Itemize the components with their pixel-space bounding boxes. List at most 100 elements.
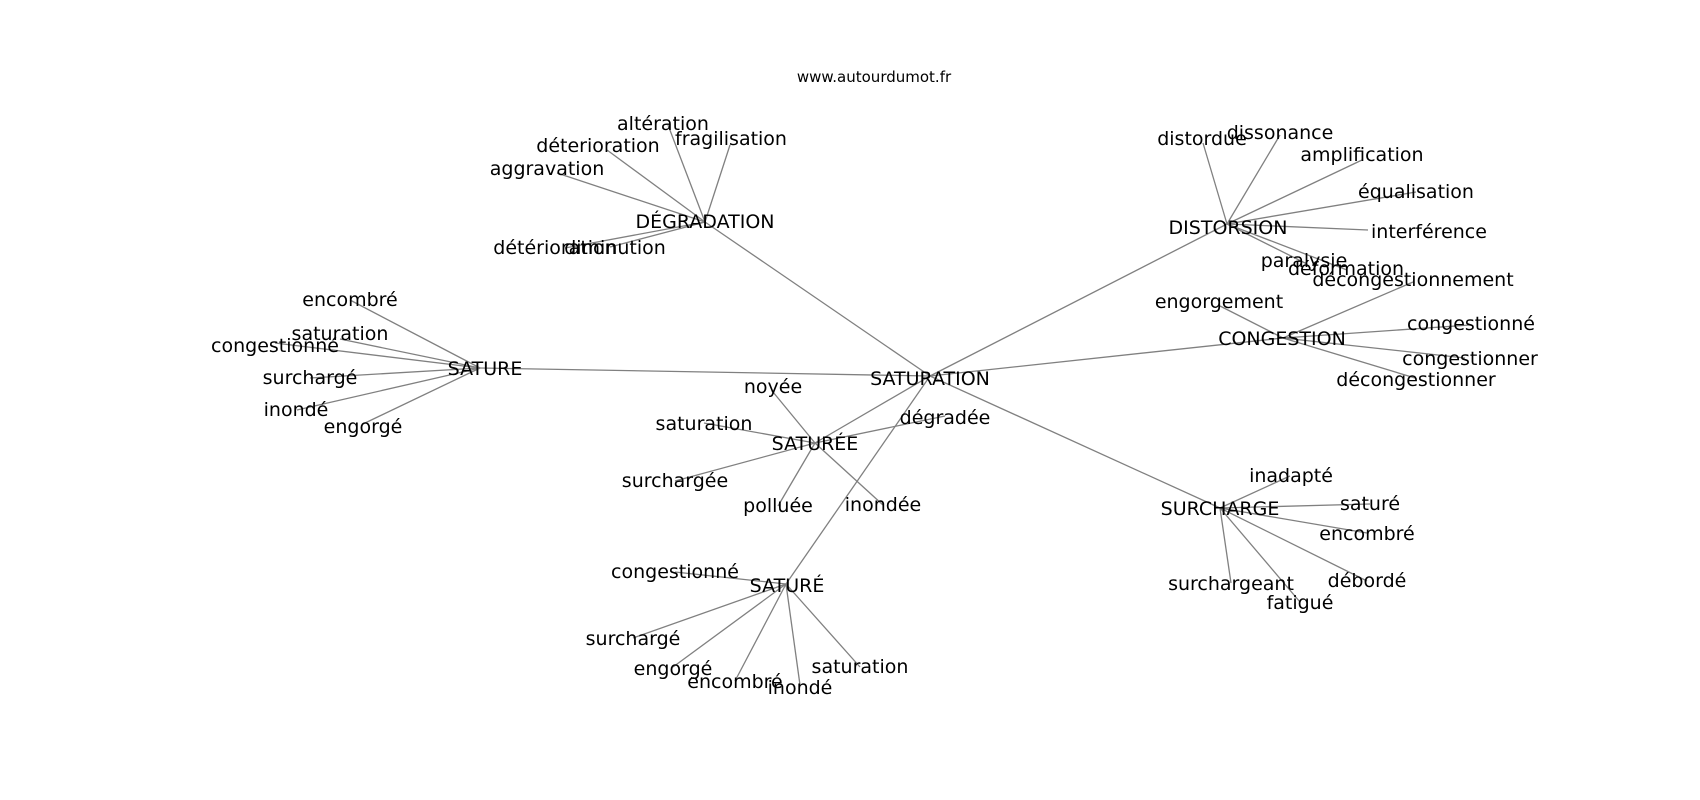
leaf-node-sature-accent-5[interactable]: saturation bbox=[812, 656, 909, 678]
leaf-node-degradation-4[interactable]: détérioration bbox=[493, 237, 616, 259]
edge-saturee-1 bbox=[703, 422, 816, 444]
edge-sature-accent-1 bbox=[632, 583, 787, 639]
edge-degradation-5 bbox=[609, 221, 706, 248]
leaf-node-sature-5[interactable]: engorgé bbox=[324, 416, 403, 438]
site-watermark: www.autourdumot.fr bbox=[797, 68, 952, 86]
edge-sature-2 bbox=[274, 342, 481, 369]
leaf-node-congestion-3[interactable]: congestionner bbox=[1402, 348, 1538, 370]
edge-saturee-0 bbox=[772, 391, 816, 444]
edge-surcharge-4 bbox=[1219, 507, 1232, 584]
leaf-node-congestion-4[interactable]: décongestionner bbox=[1336, 369, 1496, 391]
edge-distorsion-5 bbox=[1226, 223, 1306, 264]
edge-distorsion-0 bbox=[1202, 142, 1228, 225]
labels: www.autourdumot.fr SATURATION DÉGRADATION… bbox=[211, 68, 1538, 699]
edge-degradation-3 bbox=[556, 172, 706, 223]
leaf-node-saturee-4[interactable]: polluée bbox=[743, 495, 813, 517]
edge-sature-accent-5 bbox=[785, 583, 861, 668]
edge-distorsion-2 bbox=[1226, 159, 1363, 225]
edge-congestion-2 bbox=[1282, 324, 1471, 339]
edge-saturee-5 bbox=[814, 442, 884, 506]
edge-surcharge-3 bbox=[1219, 507, 1368, 582]
leaf-node-sature-0[interactable]: encombré bbox=[302, 289, 397, 311]
leaf-node-surcharge-0[interactable]: inadapté bbox=[1249, 465, 1333, 487]
edge-distorsion-1 bbox=[1226, 134, 1281, 225]
edge-center-degradation bbox=[704, 221, 931, 377]
leaf-node-congestion-2[interactable]: congestionné bbox=[1407, 313, 1535, 335]
leaf-node-surcharge-1[interactable]: saturé bbox=[1340, 493, 1400, 515]
edge-degradation-1 bbox=[606, 149, 706, 223]
hub-node-sature[interactable]: SATURE bbox=[448, 358, 523, 380]
leaf-node-saturee-0[interactable]: noyée bbox=[744, 376, 802, 398]
edge-saturee-3 bbox=[674, 442, 816, 482]
edge-congestion-1 bbox=[1282, 281, 1414, 339]
edge-sature-accent-3 bbox=[734, 583, 787, 682]
edge-surcharge-5 bbox=[1219, 507, 1301, 603]
leaf-node-sature-2[interactable]: congestionné bbox=[211, 335, 339, 357]
leaf-node-sature-3[interactable]: surchargé bbox=[263, 367, 358, 389]
leaf-node-degradation-2[interactable]: fragilisation bbox=[675, 128, 787, 150]
leaf-node-distorsion-1[interactable]: dissonance bbox=[1227, 122, 1334, 144]
leaf-node-distorsion-3[interactable]: équalisation bbox=[1358, 181, 1474, 203]
leaf-node-distorsion-5[interactable]: paralysie bbox=[1261, 250, 1348, 272]
hub-node-sature-accent[interactable]: SATURÉ bbox=[750, 574, 825, 597]
leaf-node-distorsion-2[interactable]: amplification bbox=[1300, 144, 1423, 166]
edge-center-saturee bbox=[814, 375, 931, 444]
leaf-node-sature-accent-4[interactable]: inondé bbox=[768, 677, 833, 699]
edge-surcharge-1 bbox=[1219, 503, 1371, 509]
hub-node-surcharge[interactable]: SURCHARGE bbox=[1161, 498, 1280, 520]
leaf-node-degradation-0[interactable]: altération bbox=[617, 113, 709, 135]
edge-center-sature-accent bbox=[785, 375, 931, 585]
hub-node-congestion[interactable]: CONGESTION bbox=[1218, 328, 1346, 350]
edge-saturee-2 bbox=[814, 415, 946, 444]
leaf-node-degradation-1[interactable]: déterioration bbox=[536, 135, 659, 157]
leaf-node-surcharge-4[interactable]: surchargeant bbox=[1168, 573, 1294, 595]
edge-degradation-4 bbox=[564, 221, 706, 249]
leaf-node-sature-4[interactable]: inondé bbox=[264, 399, 329, 421]
leaf-node-surcharge-3[interactable]: débordé bbox=[1328, 570, 1407, 592]
leaf-node-saturee-2[interactable]: dégradée bbox=[900, 407, 991, 429]
edge-distorsion-6 bbox=[1226, 223, 1348, 271]
edge-sature-accent-0 bbox=[674, 571, 787, 585]
center-node-label[interactable]: SATURATION bbox=[870, 368, 990, 390]
edge-center-distorsion bbox=[929, 223, 1228, 377]
leaf-node-saturee-3[interactable]: surchargée bbox=[622, 470, 728, 492]
edge-congestion-4 bbox=[1282, 337, 1416, 379]
edge-sature-5 bbox=[362, 367, 481, 425]
leaf-node-congestion-0[interactable]: engorgement bbox=[1155, 291, 1283, 313]
leaf-node-sature-accent-3[interactable]: encombré bbox=[687, 671, 782, 693]
leaf-node-sature-accent-0[interactable]: congestionné bbox=[611, 561, 739, 583]
leaf-node-distorsion-6[interactable]: déformation bbox=[1288, 258, 1404, 280]
edges bbox=[274, 124, 1471, 686]
edge-center-congestion bbox=[929, 337, 1284, 377]
edge-sature-3 bbox=[309, 367, 481, 379]
leaf-node-saturee-5[interactable]: inondée bbox=[845, 494, 921, 516]
leaf-node-sature-accent-1[interactable]: surchargé bbox=[586, 628, 681, 650]
edge-degradation-2 bbox=[704, 144, 731, 223]
edge-congestion-0 bbox=[1219, 305, 1284, 339]
leaf-node-saturee-1[interactable]: saturation bbox=[656, 413, 753, 435]
edge-saturee-4 bbox=[777, 442, 816, 507]
leaf-node-sature-accent-2[interactable]: engorgé bbox=[634, 658, 713, 680]
leaf-node-surcharge-5[interactable]: fatigué bbox=[1267, 592, 1334, 614]
edge-congestion-3 bbox=[1282, 337, 1466, 359]
edge-surcharge-2 bbox=[1219, 507, 1368, 534]
edge-distorsion-3 bbox=[1226, 191, 1417, 225]
edge-distorsion-4 bbox=[1226, 223, 1369, 231]
edge-sature-1 bbox=[339, 338, 481, 369]
leaf-node-degradation-5[interactable]: diminution bbox=[564, 237, 666, 259]
edge-sature-4 bbox=[296, 367, 481, 411]
edge-degradation-0 bbox=[667, 124, 706, 223]
leaf-node-distorsion-4[interactable]: interférence bbox=[1371, 221, 1487, 243]
edge-center-sature bbox=[479, 367, 931, 377]
edge-surcharge-0 bbox=[1219, 475, 1291, 509]
edge-sature-0 bbox=[349, 299, 481, 369]
hub-node-degradation[interactable]: DÉGRADATION bbox=[636, 210, 775, 233]
hub-node-saturee[interactable]: SATURÉE bbox=[772, 432, 859, 455]
leaf-node-distorsion-0[interactable]: distordue bbox=[1157, 128, 1247, 150]
leaf-node-degradation-3[interactable]: aggravation bbox=[490, 158, 605, 180]
leaf-node-surcharge-2[interactable]: encombré bbox=[1319, 523, 1414, 545]
leaf-node-congestion-1[interactable]: décongestionnement bbox=[1312, 269, 1513, 291]
leaf-node-sature-1[interactable]: saturation bbox=[292, 323, 389, 345]
hub-node-distorsion[interactable]: DISTORSION bbox=[1169, 217, 1288, 239]
